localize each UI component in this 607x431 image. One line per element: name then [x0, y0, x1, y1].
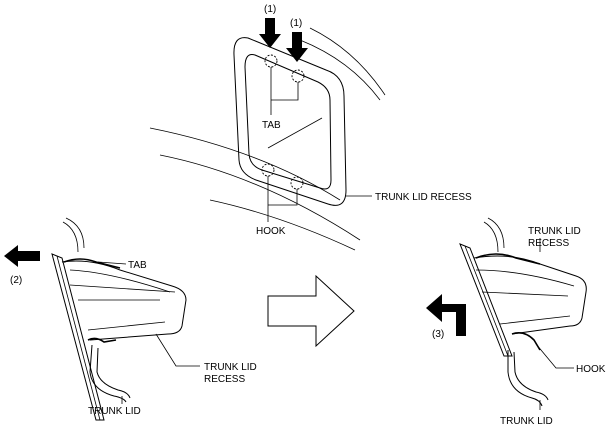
tab-clip-left	[264, 54, 278, 68]
tab-label: TAB	[262, 120, 281, 131]
hook-clip	[87, 337, 117, 343]
trunk-lid-recess-label-line1: TRUNK LID	[204, 362, 257, 373]
cover-panel	[459, 243, 513, 357]
step-1-label: (1)	[264, 4, 276, 15]
cover-outer-frame	[233, 37, 347, 206]
top-view: (1) (1) TAB HOOK TRUNK LID RECESS	[149, 4, 472, 251]
recess-inner	[475, 269, 575, 287]
body-curve-line	[309, 27, 386, 96]
tab-clip	[475, 253, 541, 265]
trunk-lid-line	[507, 350, 543, 407]
tab-leader	[97, 261, 127, 265]
recess-inner	[69, 284, 176, 293]
trunk-lid-line	[89, 344, 127, 403]
trunk-lid-label: TRUNK LID	[88, 406, 141, 417]
recess-inner	[87, 321, 166, 331]
trim-curve	[483, 221, 499, 253]
trim-curve	[62, 221, 79, 253]
reflection-line	[267, 117, 323, 149]
recess-inner	[69, 269, 171, 293]
trunk-lid-label: TRUNK LID	[500, 416, 553, 427]
step-1-label: (1)	[290, 18, 302, 29]
recess-inner	[499, 315, 571, 325]
trunk-lid-recess-label-line2: RECESS	[528, 238, 569, 249]
hook-label: HOOK	[256, 226, 286, 237]
hook-clip-right	[290, 176, 304, 190]
hook-leader	[268, 189, 298, 206]
right-outline-arrow-icon	[267, 274, 355, 348]
right-section-view: (3) TRUNK LID RECESS HOOK TRUNK LID	[426, 217, 606, 427]
trim-curve	[65, 217, 85, 249]
cover-panel-edge	[56, 255, 101, 421]
cover-panel	[51, 253, 105, 421]
hook-clip	[511, 332, 541, 351]
down-arrow-icon	[259, 18, 281, 48]
recess-leader	[155, 333, 200, 367]
recess-body	[61, 260, 187, 341]
tab-clip-right	[291, 69, 305, 83]
trim-curve	[487, 217, 505, 249]
trunk-lid-recess-label: TRUNK LID RECESS	[375, 192, 472, 203]
down-arrow-icon	[286, 32, 308, 62]
up-left-bent-arrow-icon	[426, 294, 466, 336]
left-arrow-icon	[4, 245, 40, 267]
step-3-label: (3)	[432, 329, 444, 340]
left-section-view: (2) TAB TRUNK LID RECESS TRUNK LID	[4, 217, 257, 421]
trunk-lid-recess-label-line2: RECESS	[204, 374, 245, 385]
tab-leader	[271, 82, 299, 101]
hook-clip-left	[261, 163, 275, 177]
body-curve-line	[149, 127, 341, 201]
hook-label: HOOK	[576, 364, 606, 375]
tab-clip	[63, 258, 121, 269]
body-curve-line	[159, 154, 361, 241]
cover-inner-opening	[244, 54, 332, 190]
cover-panel-edge	[464, 245, 509, 357]
tab-label: TAB	[128, 260, 147, 271]
trunk-lid-line	[513, 351, 549, 401]
hook-leader	[535, 343, 574, 369]
body-curve-line	[299, 39, 381, 101]
recess-inner	[481, 291, 569, 297]
trunk-lid-line	[96, 347, 131, 399]
body-curve-line	[209, 199, 356, 251]
trunk-lid-recess-label-line1: TRUNK LID	[528, 226, 581, 237]
step-2-label: (2)	[10, 275, 22, 286]
